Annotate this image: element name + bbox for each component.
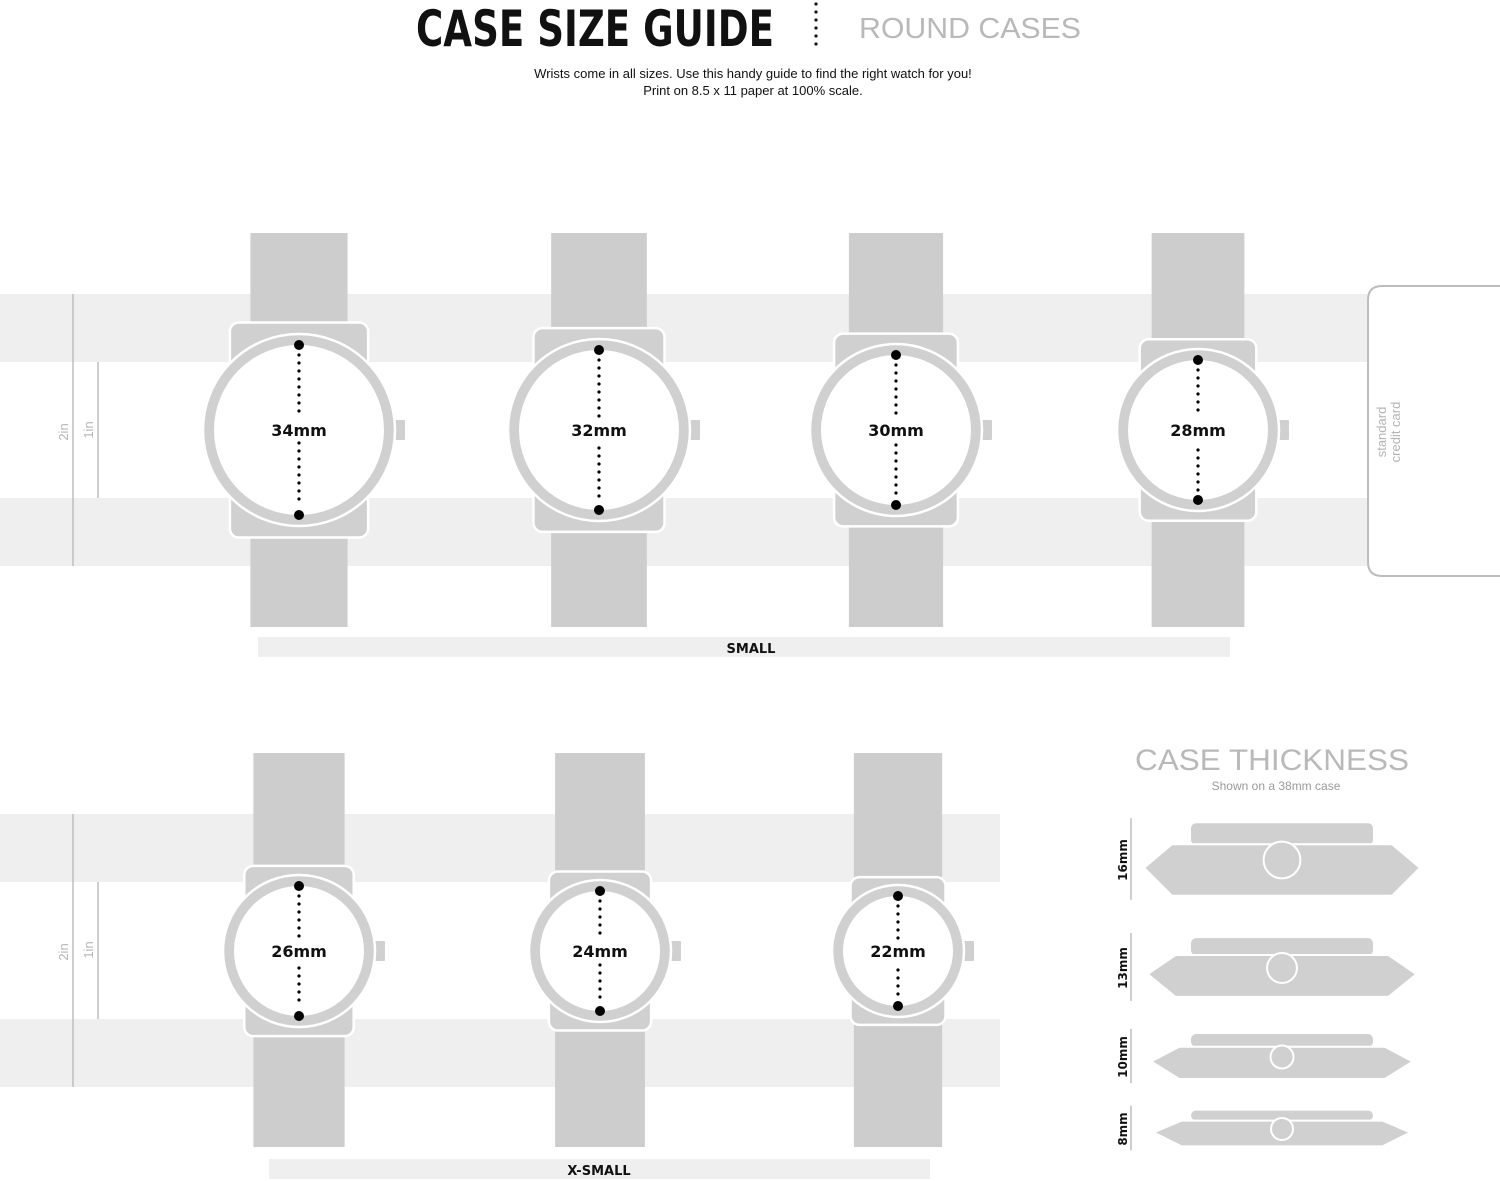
diameter-end-dot bbox=[1193, 495, 1203, 505]
wrist-band-small-bottom bbox=[0, 498, 1500, 566]
diameter-end-dot bbox=[891, 350, 901, 360]
watch-26mm: 26mm bbox=[221, 753, 387, 1147]
intro-line-2: Print on 8.5 x 11 paper at 100% scale. bbox=[643, 83, 862, 98]
wrist-band-xsmall-top bbox=[0, 814, 1000, 882]
credit-card-reference: standard credit card bbox=[1367, 285, 1500, 577]
wrist-band-small-top bbox=[0, 294, 1500, 362]
profile-crown bbox=[1269, 1044, 1295, 1070]
diameter-end-dot bbox=[1193, 355, 1203, 365]
case-thickness-section: CASE THICKNESS Shown on a 38mm case 16mm… bbox=[1116, 744, 1422, 1151]
thickness-title: CASE THICKNESS bbox=[1135, 744, 1409, 777]
watch-dial bbox=[1128, 360, 1268, 500]
case-size-label: 32mm bbox=[571, 421, 627, 440]
diameter-end-dot bbox=[594, 505, 604, 515]
diameter-end-dot bbox=[891, 500, 901, 510]
thickness-label: 8mm bbox=[1116, 1112, 1130, 1145]
group-label-small: SMALL bbox=[258, 637, 1230, 657]
case-size-label: 30mm bbox=[868, 421, 924, 440]
diameter-end-dot bbox=[893, 891, 903, 901]
group-label-text: SMALL bbox=[727, 642, 776, 657]
watch-dial bbox=[821, 355, 971, 505]
watch-34mm: 34mm bbox=[201, 233, 407, 627]
watch-diagrams: 34mm 32mm 30mm 28mm 26mm 24mm 22mm bbox=[201, 233, 1291, 1147]
diameter-end-dot bbox=[594, 345, 604, 355]
diameter-dotted-line bbox=[598, 899, 602, 999]
diameter-end-dot bbox=[294, 510, 304, 520]
scale-label-2in: 2in bbox=[56, 423, 71, 440]
thickness-profile-16mm: 16mm bbox=[1116, 818, 1422, 900]
watch-dial bbox=[843, 896, 953, 1006]
diameter-end-dot bbox=[893, 1001, 903, 1011]
wrist-band-xsmall-bottom bbox=[0, 1019, 1000, 1087]
thickness-subtitle: Shown on a 38mm case bbox=[1212, 779, 1341, 793]
watch-28mm: 28mm bbox=[1115, 233, 1291, 627]
profile-crown bbox=[1266, 952, 1298, 984]
watch-dial bbox=[540, 891, 660, 1011]
credit-card-label-line1: standard bbox=[1374, 407, 1389, 458]
group-label-text: X-SMALL bbox=[567, 1164, 630, 1179]
diameter-dotted-line bbox=[297, 353, 301, 501]
diameter-end-dot bbox=[595, 886, 605, 896]
thickness-label: 13mm bbox=[1116, 947, 1130, 989]
watch-30mm: 30mm bbox=[808, 233, 994, 627]
thickness-label: 10mm bbox=[1116, 1036, 1130, 1078]
scale-label-1in: 1in bbox=[81, 421, 96, 438]
watch-22mm: 22mm bbox=[830, 753, 976, 1147]
diameter-end-dot bbox=[294, 881, 304, 891]
diameter-end-dot bbox=[294, 340, 304, 350]
diameter-dotted-line bbox=[597, 358, 601, 498]
page-title: CASE SIZE GUIDE bbox=[416, 0, 774, 58]
thickness-profile-8mm: 8mm bbox=[1116, 1105, 1413, 1151]
watch-dial bbox=[519, 350, 679, 510]
case-size-label: 26mm bbox=[271, 942, 327, 961]
thickness-items: 16mm 13mm 10mm 8mm bbox=[1116, 818, 1422, 1151]
watch-32mm: 32mm bbox=[506, 233, 702, 627]
case-size-label: 24mm bbox=[572, 942, 628, 961]
credit-card-label-line2: credit card bbox=[1388, 402, 1403, 463]
diameter-end-dot bbox=[294, 1011, 304, 1021]
scale-guide-xsmall: 2in 1in bbox=[56, 814, 99, 1087]
group-label-xsmall: X-SMALL bbox=[269, 1159, 930, 1179]
diameter-dotted-line bbox=[896, 904, 900, 996]
scale-label-2in: 2in bbox=[56, 943, 71, 960]
diameter-dotted-line bbox=[894, 363, 898, 495]
header: CASE SIZE GUIDE ROUND CASES Wrists come … bbox=[416, 0, 1081, 98]
diameter-end-dot bbox=[595, 1006, 605, 1016]
case-size-label: 28mm bbox=[1170, 421, 1226, 440]
case-size-label: 34mm bbox=[271, 421, 327, 440]
watch-dial bbox=[214, 345, 384, 515]
watch-24mm: 24mm bbox=[527, 753, 683, 1147]
page-subtitle: ROUND CASES bbox=[859, 13, 1081, 45]
scale-label-1in: 1in bbox=[81, 941, 96, 958]
thickness-profile-10mm: 10mm bbox=[1116, 1029, 1415, 1083]
header-dotted-divider bbox=[814, 2, 818, 46]
profile-crown bbox=[1262, 840, 1302, 880]
watch-dial bbox=[234, 886, 364, 1016]
diameter-dotted-line bbox=[297, 894, 301, 1002]
thickness-label: 16mm bbox=[1116, 839, 1130, 881]
diameter-dotted-line bbox=[1196, 368, 1200, 492]
intro-line-1: Wrists come in all sizes. Use this handy… bbox=[534, 66, 972, 81]
profile-crown bbox=[1270, 1117, 1294, 1141]
case-size-label: 22mm bbox=[870, 942, 926, 961]
thickness-profile-13mm: 13mm bbox=[1116, 933, 1419, 1001]
scale-guide-small: 2in 1in bbox=[56, 294, 99, 566]
